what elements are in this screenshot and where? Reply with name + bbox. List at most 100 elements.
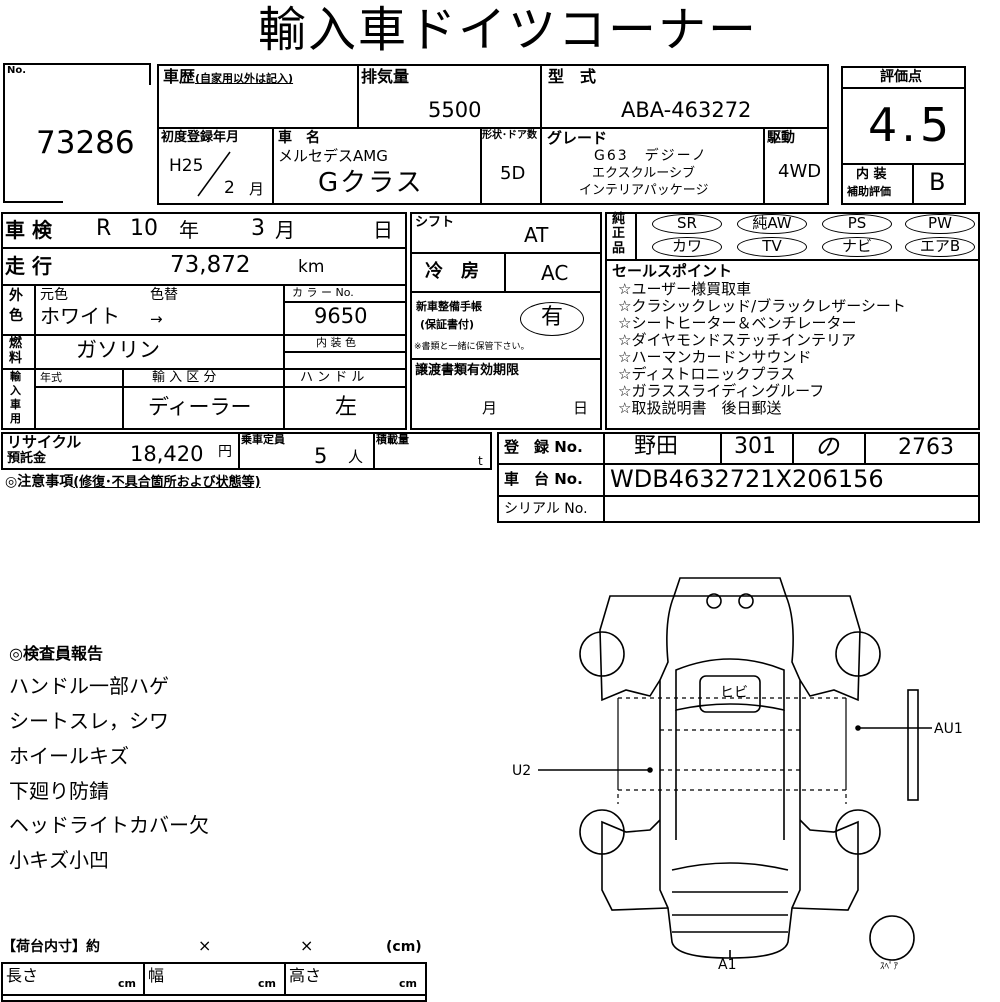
reg-number: 2763 <box>898 435 954 460</box>
transfer-month: 月 <box>482 399 498 417</box>
crack-marker <box>699 675 761 713</box>
equip-airbag: エアB <box>905 237 975 257</box>
reg-kana: の <box>815 433 839 461</box>
load-label: 積載量 <box>376 433 409 446</box>
inspector-item-1: ハンドル一部ハゲ <box>9 674 169 698</box>
inspection-day-unit: 日 <box>373 218 393 242</box>
sales-point-3: ☆シートヒーター＆ベンチレーター <box>618 314 857 332</box>
fuel-label-2: 料 <box>9 351 23 366</box>
displacement-value: 5500 <box>428 98 482 122</box>
first-reg-month: 2 <box>224 178 235 198</box>
import-label-0: 輸 <box>10 370 21 383</box>
sales-point-5: ☆ハーマンカードンサウンド <box>618 348 812 366</box>
warranty-label-2: (保証書付) <box>420 318 475 331</box>
wheel-front-left <box>579 631 625 677</box>
model-year-label: 年式 <box>40 371 62 384</box>
cargo-length-cm: cm <box>118 977 136 990</box>
equip-navi: ナビ <box>822 237 892 257</box>
fuel-label-1: 燃 <box>9 336 23 351</box>
sales-points-label: セールスポイント <box>612 262 733 280</box>
right-damage-mark: AU1 <box>934 721 963 737</box>
sales-point-2: ☆クラシックレッド/ブラックレザーシート <box>618 297 906 315</box>
color-code-value: 9650 <box>314 304 368 328</box>
fuel-value: ガソリン <box>76 338 160 362</box>
displacement-label: 排気量 <box>361 67 410 86</box>
chassis-label: 車 台 No. <box>504 470 583 488</box>
import-label-3: 用 <box>10 412 21 425</box>
equip-label-0: 純 <box>612 212 626 227</box>
roof-top <box>672 577 788 597</box>
ac-label: 冷 房 <box>425 261 479 282</box>
color-label-2: 色 <box>9 308 23 324</box>
inspector-item-2: シートスレ，シワ <box>9 709 169 733</box>
score-value: 4.5 <box>868 98 954 152</box>
wheel-front-right <box>835 631 881 677</box>
chassis-value: WDB4632721X206156 <box>610 465 884 493</box>
inspector-item-3: ホイールキズ <box>9 744 129 768</box>
cargo-length-label: 長さ <box>6 966 39 985</box>
right-rear-door <box>791 819 859 911</box>
shift-value: AT <box>524 223 549 247</box>
handle-value: 左 <box>335 395 358 420</box>
cargo-times-2: × <box>300 936 314 955</box>
equip-alloy-wheel: 純AW <box>737 214 807 234</box>
wheel-rear-right <box>835 809 881 855</box>
sales-point-8: ☆取扱説明書 後日郵送 <box>618 399 782 417</box>
reg-area: 野田 <box>634 434 679 459</box>
wheel-rear-left <box>579 809 625 855</box>
cargo-height-label: 高さ <box>289 966 322 985</box>
inspector-item-5: ヘッドライトカバー欠 <box>9 813 209 837</box>
month-unit: 月 <box>249 180 265 198</box>
color-label-1: 外 <box>9 288 23 304</box>
cargo-unit: (cm) <box>386 939 422 955</box>
import-type-value: ディーラー <box>148 395 252 419</box>
model-value: ABA-463272 <box>621 98 752 122</box>
right-front-door <box>786 595 861 702</box>
import-type-label: 輸 入 区 分 <box>152 370 217 385</box>
grade-line3: インテリアパッケージ <box>579 183 709 198</box>
crack-label: ヒビ <box>720 685 748 701</box>
mileage-unit: km <box>298 257 325 277</box>
cargo-height-cm: cm <box>399 977 417 990</box>
equip-tv: TV <box>737 237 807 257</box>
grade-line1: G63 デジーノ <box>594 148 708 164</box>
warranty-value: 有 <box>520 302 584 336</box>
equip-sr: SR <box>652 214 722 234</box>
score-label: 評価点 <box>880 69 922 85</box>
inspector-item-4: 下廻り防錆 <box>9 779 109 803</box>
sales-point-6: ☆ディストロニックプラス <box>618 365 796 383</box>
drive-label: 駆動 <box>767 130 795 146</box>
interior-color-label: 内 装 色 <box>316 336 356 349</box>
first-reg-label: 初度登録年月 <box>161 130 240 145</box>
header-grid <box>157 64 829 205</box>
change-color-label: 色替 <box>150 287 178 303</box>
sales-point-4: ☆ダイヤモンドステッチインテリア <box>618 331 856 349</box>
load-unit: t <box>478 454 483 468</box>
recycle-value: 18,420 <box>130 442 204 466</box>
reg-class: 301 <box>734 434 776 459</box>
transfer-label: 譲渡書類有効期限 <box>415 363 520 378</box>
import-label-1: 入 <box>10 384 21 397</box>
lot-number: 73286 <box>36 125 135 161</box>
slash-divider <box>197 151 231 197</box>
ac-value: AC <box>541 261 569 285</box>
handle-label: ハ ン ド ル <box>300 370 365 385</box>
shift-label: シフト <box>415 215 455 230</box>
capacity-unit: 人 <box>348 448 364 466</box>
mileage-label: 走 行 <box>5 254 52 278</box>
car-maker: メルセデスAMG <box>278 147 388 165</box>
reg-label: 登 録 No. <box>504 438 583 456</box>
cargo-width-label: 幅 <box>148 966 165 985</box>
notes-label: ◎注意事項(修復･不具合箇所および状態等) <box>5 474 261 490</box>
interior-value: B <box>929 168 946 196</box>
spare-label: ｽﾍﾟｱ <box>880 962 899 972</box>
recycle-label-1: リサイクル <box>7 433 82 451</box>
inspector-item-6: 小キズ小凹 <box>9 848 109 872</box>
color-arrow: → <box>150 310 163 328</box>
first-reg-year: H25 <box>169 156 204 176</box>
transfer-day: 日 <box>573 399 589 417</box>
capacity-value: 5 <box>314 444 328 468</box>
history-label: 車歴(自家用以外は記入) <box>163 67 294 86</box>
capacity-label: 乗車定員 <box>241 433 285 446</box>
car-name: Gクラス <box>318 168 424 198</box>
